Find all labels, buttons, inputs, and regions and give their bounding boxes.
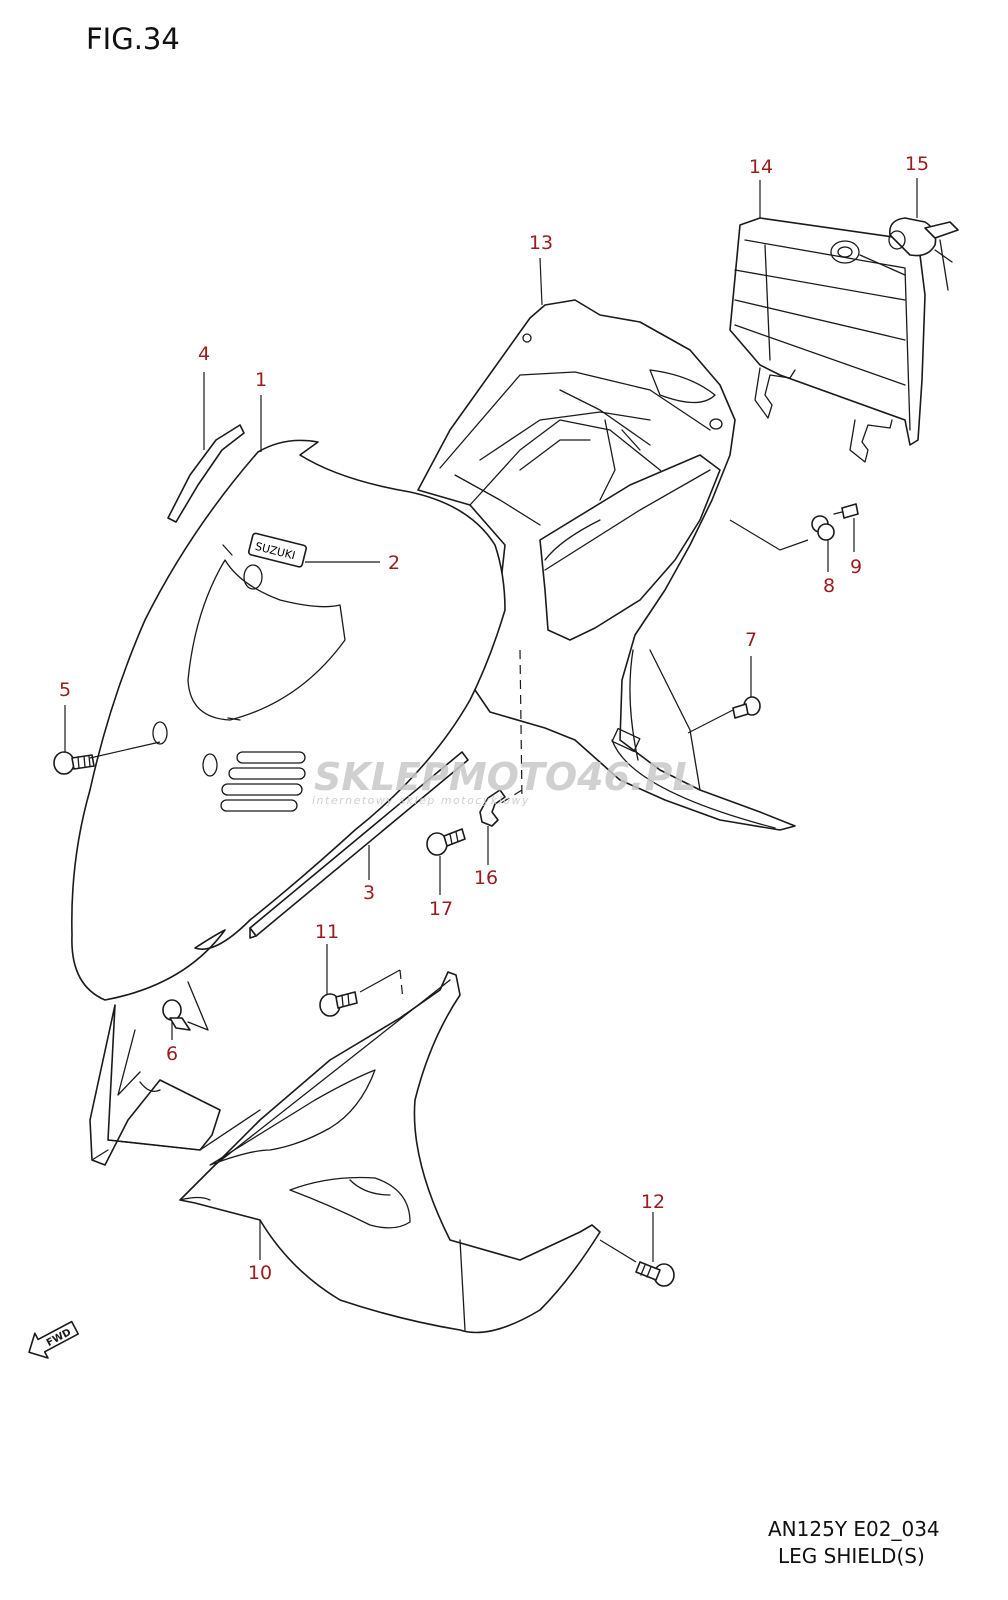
callout-5: 5 (59, 679, 71, 701)
suzuki-emblem-2: SUZUKI (247, 532, 307, 568)
callout-17: 17 (429, 898, 453, 920)
nut-8 (811, 515, 835, 541)
watermark: SKLEPMOTO46.PL internetowy sklep motocyk… (312, 755, 697, 807)
callouts: 1 2 3 4 5 6 7 8 9 10 11 12 13 14 15 16 1… (59, 153, 929, 1284)
callout-13: 13 (529, 232, 553, 254)
screw-7 (732, 696, 761, 719)
callout-16: 16 (474, 867, 498, 889)
clip-6 (162, 999, 191, 1031)
fwd-arrow-icon: FWD (28, 1320, 80, 1359)
callout-9: 9 (850, 556, 862, 578)
screw-11 (319, 991, 358, 1017)
callout-7: 7 (745, 629, 757, 651)
callout-2: 2 (388, 552, 400, 574)
callout-3: 3 (363, 882, 375, 904)
model-code: AN125Y E02_034 (768, 1517, 940, 1541)
callout-12: 12 (641, 1191, 665, 1213)
callout-11: 11 (315, 921, 339, 943)
clamp-16 (479, 789, 506, 827)
callout-10: 10 (248, 1262, 272, 1284)
lock-15 (888, 217, 959, 291)
callout-15: 15 (905, 153, 929, 175)
glove-box-lid-14 (729, 217, 926, 463)
watermark-sub: internetowy sklep motocyklowy (312, 794, 530, 807)
screw-12 (635, 1261, 675, 1287)
lower-leg-shield-10 (89, 971, 601, 1334)
watermark-main: SKLEPMOTO46.PL (314, 755, 697, 799)
callout-4: 4 (198, 343, 210, 365)
figure-code-block: AN125Y E02_034 LEG SHIELD(S) (768, 1516, 998, 1570)
trim-strip-3 (249, 751, 469, 939)
front-leg-shield-1 (71, 439, 506, 1001)
callout-14: 14 (749, 156, 773, 178)
section-name: LEG SHIELD(S) (778, 1544, 925, 1568)
seal-strip-4 (167, 424, 245, 523)
leader-lines (64, 178, 918, 1263)
screw-9 (833, 503, 859, 519)
inner-leg-shield-13 (417, 299, 796, 831)
figure-title: FIG.34 (86, 22, 180, 56)
callout-6: 6 (166, 1043, 178, 1065)
callout-8: 8 (823, 575, 835, 597)
screw-17 (426, 828, 466, 856)
callout-1: 1 (255, 369, 267, 391)
screw-5 (53, 751, 95, 775)
